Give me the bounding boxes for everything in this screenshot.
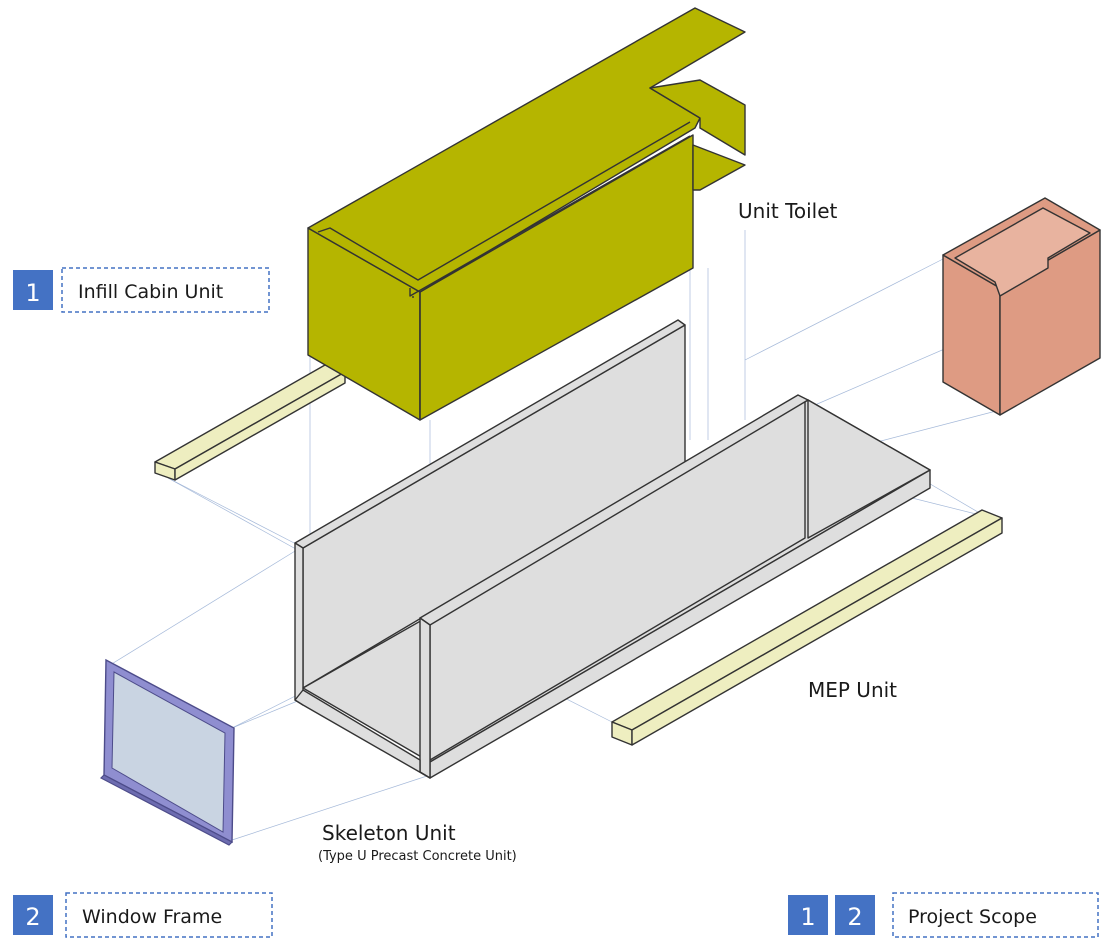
legend-scope-badge-2 <box>835 895 875 935</box>
infill-cabin-top-plate <box>649 79 746 156</box>
skeleton-unit-subtitle: (Type U Precast Concrete Unit) <box>318 849 517 864</box>
legend-infill-badge <box>13 270 53 310</box>
mep-bar-back-side <box>174 371 346 481</box>
infill-cabin-unit-shape <box>307 7 746 421</box>
mep-bar-back-top <box>154 364 346 470</box>
legend-scope-number-2: 2 <box>847 903 862 931</box>
legend-window-box <box>65 892 273 938</box>
unit-toilet-label: Unit Toilet <box>738 199 838 223</box>
legend-project-scope: 1 2 Project Scope <box>788 892 1099 938</box>
mep-bar-front <box>611 509 1003 746</box>
window-glass <box>111 671 226 833</box>
skeleton-front-wall-edge <box>419 617 431 779</box>
legend-infill-box <box>61 267 270 313</box>
legend-infill-text: Infill Cabin Unit <box>78 281 223 303</box>
legend-scope-box <box>892 892 1099 938</box>
infill-cabin-groove <box>317 121 691 281</box>
skeleton-left-foot <box>294 689 431 779</box>
legend-window-frame: 2 Window Frame <box>13 892 273 938</box>
infill-cabin-groove-2 <box>409 135 691 297</box>
legend-scope-text: Project Scope <box>908 906 1037 928</box>
unit-toilet-shape <box>942 197 1101 416</box>
infill-cabin-lower-plate <box>692 144 746 191</box>
legend-scope-number-1: 1 <box>800 903 815 931</box>
skeleton-unit-shape <box>294 319 931 779</box>
legend-window-text: Window Frame <box>82 906 222 928</box>
skeleton-right-wall-back <box>807 399 931 539</box>
window-frame-edge <box>99 774 234 846</box>
mep-bar-front-side <box>631 517 1003 746</box>
mep-unit-label: MEP Unit <box>808 678 897 702</box>
legend-infill-cabin: 1 Infill Cabin Unit <box>13 267 270 313</box>
legend-window-badge <box>13 895 53 935</box>
mep-bar-back <box>154 364 346 481</box>
legend-scope-badge-1 <box>788 895 828 935</box>
legend-window-number: 2 <box>25 903 40 931</box>
window-frame-shape <box>99 658 235 846</box>
legend-infill-number: 1 <box>25 279 40 307</box>
unit-toilet-opening <box>954 207 1091 297</box>
skeleton-back-wall-edge <box>294 542 304 706</box>
skeleton-unit-label: Skeleton Unit <box>322 821 456 845</box>
